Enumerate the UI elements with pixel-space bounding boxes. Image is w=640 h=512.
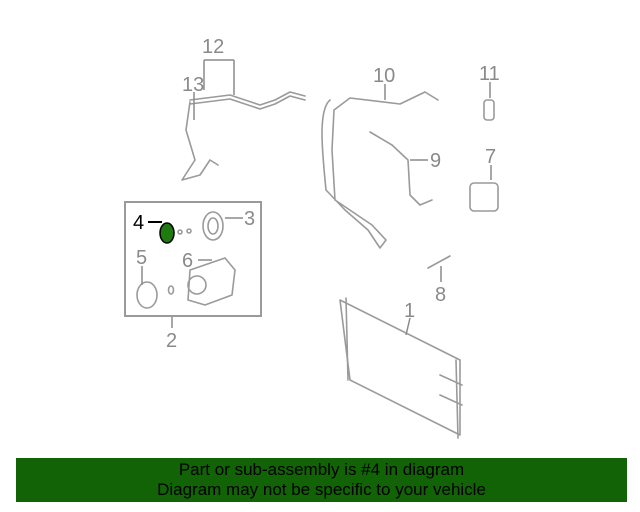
part-11[interactable] [483, 99, 495, 121]
callout-12: 12 [202, 36, 224, 58]
callout-2: 2 [166, 330, 177, 352]
part-2-compressor-assembly-box[interactable] [124, 201, 262, 317]
banner-disclaimer: Diagram may not be specific to your vehi… [157, 480, 486, 499]
part-compressor[interactable] [187, 257, 236, 306]
part-5-clutch[interactable] [136, 281, 158, 309]
part-12-hose[interactable] [181, 91, 306, 181]
callout-10: 10 [373, 65, 395, 87]
part-10-hose[interactable] [321, 91, 439, 249]
callout-5: 5 [136, 247, 147, 269]
part-1-condenser[interactable] [339, 297, 463, 439]
banner-part-note: Part or sub-assembly is #4 in diagram [178, 460, 465, 479]
callout-4: 4 [133, 212, 144, 234]
callout-6: 6 [182, 250, 193, 272]
part-7[interactable] [469, 182, 499, 212]
callout-13: 13 [182, 74, 204, 96]
part-9[interactable] [369, 131, 433, 206]
callout-7: 7 [485, 146, 496, 168]
callout-1: 1 [404, 300, 415, 322]
part-4-highlighted[interactable] [159, 222, 175, 244]
callout-9: 9 [430, 150, 441, 172]
callout-11: 11 [479, 63, 500, 85]
parts-diagram: 12 13 10 11 9 7 8 1 2 3 4 5 [124, 36, 500, 439]
part-8[interactable] [427, 255, 451, 269]
fitment-banner: Part or sub-assembly is #4 in diagram Di… [16, 458, 627, 502]
callout-3: 3 [244, 208, 255, 230]
part-3-pulley[interactable] [202, 211, 224, 241]
callout-8: 8 [435, 284, 446, 306]
